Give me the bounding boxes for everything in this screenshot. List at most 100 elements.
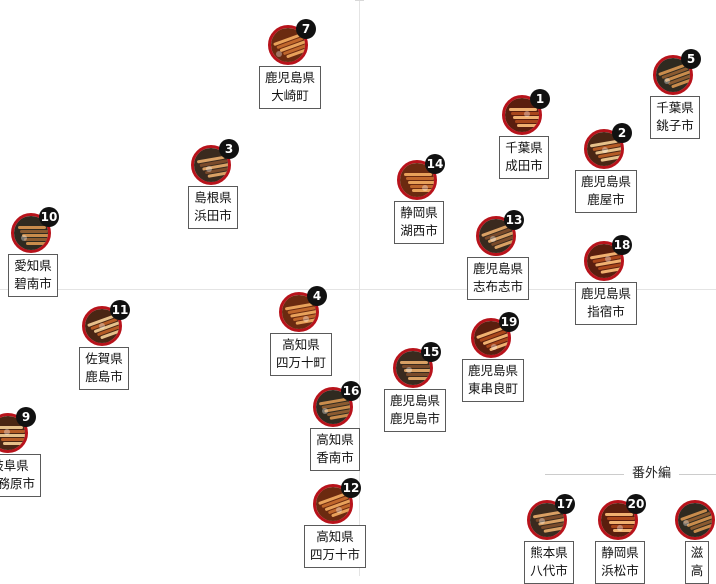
prefecture-name: 高知県 (316, 529, 354, 544)
location-label-box: 高知県香南市 (310, 428, 360, 471)
rank-badge: 9 (16, 407, 36, 427)
city-name: 銚子市 (656, 118, 694, 133)
city-name: 四万十町 (275, 355, 326, 370)
city-name: 鹿屋市 (587, 192, 625, 207)
location-label-box: 千葉県成田市 (499, 136, 549, 179)
location-label-box: 愛知県碧南市 (8, 254, 58, 297)
city-name: 高 (690, 563, 704, 578)
location-label-box: 島根県浜田市 (188, 186, 238, 229)
location-label: 静岡県浜松市 (576, 541, 664, 584)
axis-tick (355, 0, 364, 1)
prefecture-name: 高知県 (282, 337, 320, 352)
prefecture-name: 島根県 (194, 190, 232, 205)
prefecture-name: 愛知県 (14, 258, 52, 273)
rank-badge: 12 (341, 478, 361, 498)
city-name: 指宿市 (587, 304, 625, 319)
rank-badge: 20 (626, 494, 646, 514)
prefecture-name: 鹿児島県 (580, 174, 631, 189)
location-label-box: 高知県四万十町 (269, 333, 332, 376)
location-label: 愛知県碧南市 (0, 254, 77, 297)
location-label-box: 静岡県湖西市 (394, 201, 444, 244)
location-label-box: 熊本県八代市 (524, 541, 574, 584)
prefecture-name: 滋 (690, 545, 704, 560)
prefecture-name: 佐賀県 (85, 351, 123, 366)
city-name: 大崎町 (271, 88, 309, 103)
prefecture-name: 静岡県 (400, 205, 438, 220)
rank-badge: 18 (612, 235, 632, 255)
city-name: 成田市 (505, 158, 543, 173)
rank-badge: 2 (612, 123, 632, 143)
city-name: 鹿児島市 (389, 411, 440, 426)
prefecture-name: 熊本県 (530, 545, 568, 560)
city-name: 香南市 (316, 450, 354, 465)
location-label-box: 千葉県銚子市 (650, 96, 700, 139)
location-label: 高知県香南市 (291, 428, 379, 471)
prefecture-name: 岐阜県 (0, 458, 29, 473)
location-label-box: 鹿児島県鹿屋市 (574, 170, 637, 213)
prefecture-name: 静岡県 (601, 545, 639, 560)
location-label: 島根県浜田市 (169, 186, 257, 229)
prefecture-name: 鹿児島県 (389, 393, 440, 408)
city-name: 東串良町 (467, 381, 518, 396)
unagi-dish-icon[interactable] (584, 241, 624, 281)
location-label: 鹿児島県志布志市 (454, 257, 542, 300)
rank-badge: 14 (425, 154, 445, 174)
unagi-dish-icon[interactable] (675, 500, 715, 540)
city-name: 浜田市 (194, 208, 232, 223)
extra-section-title: 番外編 (624, 464, 680, 484)
rank-badge: 4 (307, 286, 327, 306)
extra-section-header: 番外編 (545, 464, 716, 484)
rank-badge: 3 (219, 139, 239, 159)
prefecture-name: 鹿児島県 (467, 363, 518, 378)
location-label: 鹿児島県東串良町 (449, 359, 537, 402)
location-label-box: 鹿児島県志布志市 (466, 257, 529, 300)
rank-badge: 5 (681, 49, 701, 69)
city-name: 各務原市 (0, 476, 35, 491)
rank-badge: 16 (341, 381, 361, 401)
prefecture-name: 鹿児島県 (472, 261, 523, 276)
location-label-box: 滋高 (684, 541, 710, 584)
location-label: 鹿児島県鹿児島市 (371, 389, 459, 432)
location-label: 静岡県湖西市 (375, 201, 463, 244)
prefecture-name: 高知県 (316, 432, 354, 447)
rank-badge: 15 (421, 342, 441, 362)
unagi-dish-icon[interactable] (653, 55, 693, 95)
horizontal-axis (0, 289, 716, 290)
city-name: 四万十市 (309, 547, 360, 562)
rank-badge: 13 (504, 210, 524, 230)
rank-badge: 11 (110, 300, 130, 320)
unagi-dish-icon[interactable] (268, 25, 308, 65)
city-name: 碧南市 (14, 276, 52, 291)
rank-badge: 17 (555, 494, 575, 514)
location-label-box: 鹿児島県東串良町 (461, 359, 524, 402)
vertical-axis (359, 0, 360, 576)
location-label-box: 岐阜県各務原市 (0, 454, 41, 497)
location-label: 鹿児島県指宿市 (562, 282, 650, 325)
location-label: 岐阜県各務原市 (0, 454, 54, 497)
location-label-box: 鹿児島県指宿市 (574, 282, 637, 325)
location-label: 高知県四万十市 (291, 525, 379, 568)
rank-badge: 10 (39, 207, 59, 227)
location-label-box: 佐賀県鹿島市 (79, 347, 129, 390)
location-label-box: 鹿児島県大崎町 (258, 66, 321, 109)
unagi-dish-icon[interactable] (313, 484, 353, 524)
prefecture-name: 鹿児島県 (264, 70, 315, 85)
location-label: 高知県四万十町 (257, 333, 345, 376)
city-name: 八代市 (530, 563, 568, 578)
location-label: 千葉県成田市 (480, 136, 568, 179)
prefecture-name: 鹿児島県 (580, 286, 631, 301)
city-name: 湖西市 (400, 223, 438, 238)
location-label: 鹿児島県大崎町 (246, 66, 334, 109)
rank-badge: 1 (530, 89, 550, 109)
prefecture-name: 千葉県 (656, 100, 694, 115)
rank-badge: 7 (296, 19, 316, 39)
unagi-dish-icon[interactable] (584, 129, 624, 169)
rank-badge: 19 (499, 312, 519, 332)
city-name: 浜松市 (601, 563, 639, 578)
location-label: 滋高 (653, 541, 716, 584)
prefecture-name: 千葉県 (505, 140, 543, 155)
location-label: 千葉県銚子市 (631, 96, 716, 139)
location-label-box: 鹿児島県鹿児島市 (383, 389, 446, 432)
unagi-dish-icon[interactable] (82, 306, 122, 346)
city-name: 志布志市 (472, 279, 523, 294)
